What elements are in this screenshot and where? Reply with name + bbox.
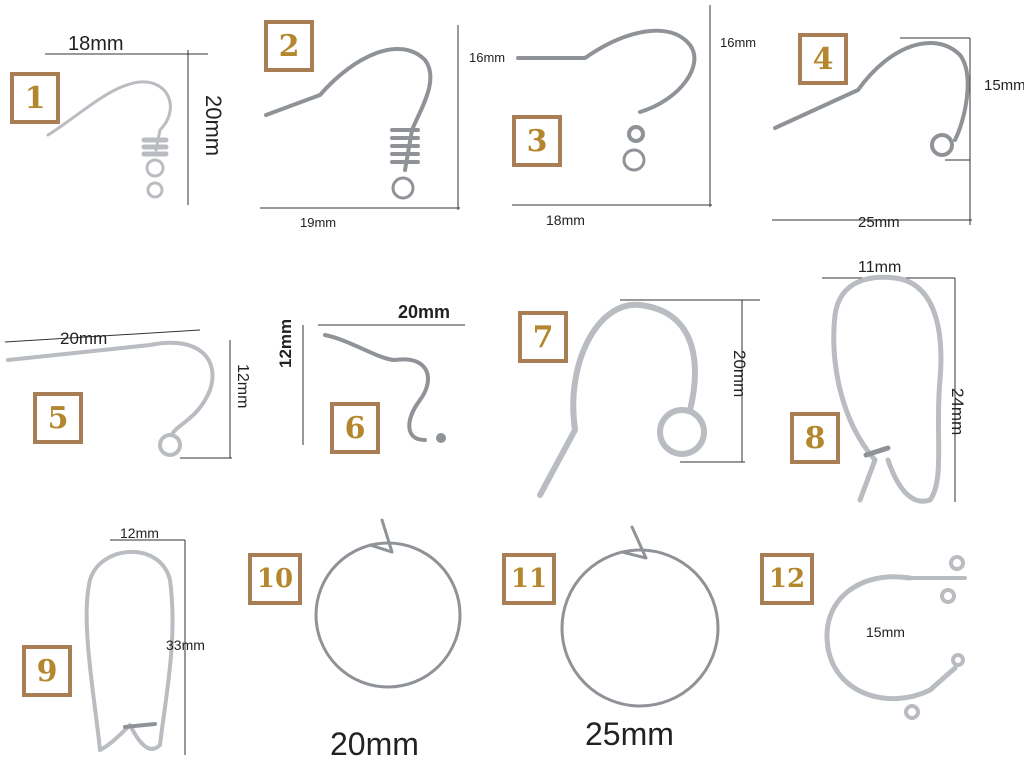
item-4-width-label: 25mm	[858, 214, 900, 231]
item-10-number-badge: 10	[248, 553, 302, 605]
item-1-height-label: 20mm	[201, 95, 226, 157]
item-12-number-badge: 12	[760, 553, 814, 605]
hoop-10-illustration	[314, 518, 462, 689]
item-1-width-label: 18mm	[68, 33, 124, 55]
item-3-number-badge: 3	[512, 115, 562, 167]
item-11-size-label: 25mm	[585, 716, 674, 752]
item-3-left-label: 16mm	[469, 50, 506, 65]
item-9-height-label: 33mm	[166, 637, 205, 653]
item-10-size-label: 20mm	[330, 726, 419, 762]
earwire-3-illustration	[512, 5, 712, 207]
item-5-number-badge: 5	[33, 392, 83, 444]
item-9-number-badge: 9	[22, 645, 72, 697]
item-6-width-label: 20mm	[398, 302, 451, 322]
item-1-number-badge: 1	[10, 72, 60, 124]
item-11-number-badge: 11	[502, 553, 556, 605]
item-5-width-label: 20mm	[60, 329, 108, 348]
item-12-size-label: 15mm	[866, 624, 905, 640]
item-2-number-badge: 2	[264, 20, 314, 72]
earwire-4-illustration	[772, 37, 972, 225]
item-4-height-label: 15mm	[984, 77, 1024, 94]
earwire-9-illustration	[84, 539, 186, 755]
item-8-width-label: 11mm	[858, 259, 902, 276]
hoop-12-illustration	[824, 555, 967, 720]
item-5-height-label: 12mm	[234, 364, 251, 409]
item-7-height-label: 20mm	[730, 350, 749, 398]
item-6-height-label: 12mm	[276, 318, 295, 368]
hoop-11-illustration	[560, 525, 720, 708]
item-4-number-badge: 4	[798, 33, 848, 85]
earwire-7-illustration	[537, 299, 760, 498]
item-7-number-badge: 7	[518, 311, 568, 363]
item-8-number-badge: 8	[790, 412, 840, 464]
item-6-number-badge: 6	[330, 402, 380, 454]
item-3-right-label: 16mm	[720, 35, 757, 50]
earwire-1-illustration	[45, 50, 208, 205]
earwire-6-illustration	[302, 324, 465, 445]
earwire-5-illustration	[4, 329, 232, 459]
item-2-width-label: 19mm	[300, 215, 337, 230]
earwire-2-illustration	[260, 25, 460, 210]
item-9-width-label: 12mm	[120, 525, 159, 541]
item-3-width-label: 18mm	[546, 212, 585, 228]
earwire-8-illustration	[822, 274, 956, 504]
item-8-height-label: 24mm	[948, 388, 967, 436]
